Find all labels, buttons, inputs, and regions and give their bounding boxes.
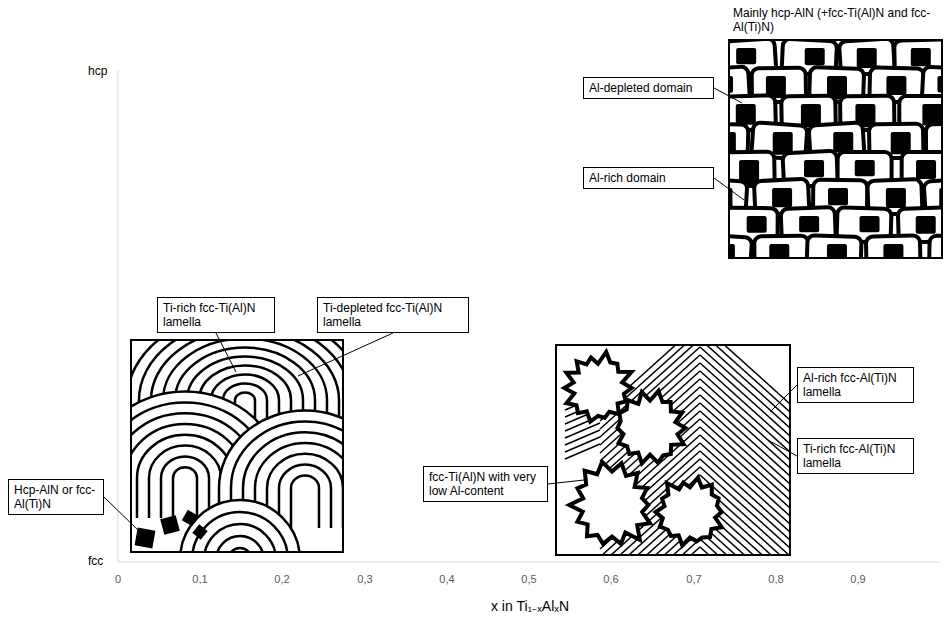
tick-label: 0,3	[357, 572, 372, 586]
tick-label: 0,9	[850, 572, 865, 586]
lamella-arc	[180, 500, 300, 552]
axis-title: x in Ti₁₋ₓAlₓN	[491, 598, 569, 615]
callout-box: Ti-rich fcc-Ti(Al)N lamella	[157, 297, 275, 333]
domain-grain	[754, 236, 808, 258]
al-depleted-core	[857, 48, 877, 68]
hcp-grain	[135, 528, 156, 549]
callout-box: Hcp-AlN or fcc-Al(Ti)N	[8, 479, 104, 515]
illustration-frame	[556, 345, 790, 555]
al-depleted-core	[916, 160, 936, 179]
al-depleted-core	[799, 216, 819, 232]
al-depleted-core	[804, 160, 824, 177]
lamella-line	[700, 539, 790, 555]
leader-line	[298, 333, 393, 376]
callout-text: fcc-Ti(Al)N with very low Al-content	[429, 470, 542, 498]
al-depleted-core	[883, 244, 903, 258]
tick-label: 0,2	[274, 572, 289, 586]
grain-blob	[617, 391, 685, 464]
callout-text: Ti-rich fcc-Ti(Al)N lamella	[163, 301, 269, 329]
grain-blob	[656, 478, 722, 546]
leader-line	[714, 178, 744, 200]
domain-grain	[729, 234, 752, 258]
grain-blob	[569, 462, 650, 544]
al-depleted-core	[860, 216, 880, 232]
al-depleted-core	[855, 160, 875, 176]
al-depleted-core	[772, 188, 792, 207]
domain-grain	[866, 235, 921, 258]
al-depleted-core	[747, 216, 767, 233]
al-depleted-core	[886, 76, 906, 95]
callout-box: Al-depleted domain	[583, 77, 714, 99]
hcp-grain	[160, 515, 180, 535]
callout-text: Ti-rich fcc-Al(Ti)N lamella	[803, 442, 908, 470]
callout-text: Al-rich domain	[589, 171, 708, 185]
lamella-line	[700, 547, 790, 555]
callout-text: Al-rich fcc-Al(Ti)N lamella	[803, 371, 908, 399]
leader-line	[770, 385, 797, 412]
callout-text: Al-depleted domain	[589, 81, 708, 95]
leader-line	[104, 497, 140, 532]
x-axis	[118, 562, 940, 563]
al-depleted-core	[916, 216, 936, 234]
y-axis	[118, 70, 119, 562]
lamella-line	[565, 437, 600, 452]
domain-grain	[807, 235, 862, 258]
illustration-frame	[131, 340, 343, 552]
leader-line	[216, 333, 236, 372]
lamella-line	[565, 430, 600, 445]
al-depleted-core	[736, 104, 756, 125]
lamella-arc	[279, 465, 331, 528]
tick-label: 0,7	[686, 572, 701, 586]
al-depleted-core	[827, 244, 847, 258]
leader-line	[548, 480, 584, 484]
illustration-frame	[729, 40, 942, 258]
al-depleted-core	[833, 132, 853, 152]
chevron-illustration	[556, 345, 790, 555]
al-depleted-core	[828, 188, 848, 205]
axis-label: hcp	[88, 64, 107, 78]
lamella-line	[600, 547, 700, 555]
lamella-line	[565, 444, 600, 459]
tick-label: 0,8	[768, 572, 783, 586]
callout-box: Ti-rich fcc-Al(Ti)N lamella	[797, 438, 914, 474]
tick-label: 0,5	[521, 572, 536, 586]
axis-label: fcc	[88, 554, 103, 568]
lamella-arc	[173, 467, 197, 518]
lamella-arc	[204, 524, 276, 552]
tick-label: 0,1	[192, 572, 207, 586]
tick-label: 0	[115, 572, 121, 586]
leader-line	[714, 88, 742, 103]
al-depleted-core	[886, 188, 906, 208]
tick-label: 0,4	[439, 572, 454, 586]
leader-line	[768, 440, 797, 456]
lamella-illustration	[131, 340, 343, 552]
hcp-grain	[192, 524, 207, 539]
lamella-arc	[216, 536, 264, 552]
lamella-arc	[161, 456, 209, 518]
callout-box: Al-rich domain	[583, 167, 714, 189]
callout-text: Hcp-AlN or fcc-Al(Ti)N	[14, 483, 98, 511]
lamella-arc	[192, 512, 288, 552]
al-depleted-core	[805, 48, 825, 65]
lamella-arc	[291, 475, 319, 528]
hcp-grain	[182, 510, 198, 526]
domain-illustration	[729, 40, 942, 258]
callout-box: fcc-Ti(Al)N with very low Al-content	[423, 466, 548, 502]
al-depleted-core	[736, 48, 756, 64]
al-depleted-core	[911, 48, 931, 66]
al-depleted-core	[769, 244, 789, 258]
tick-label: 0,6	[603, 572, 618, 586]
domain-grain	[929, 236, 942, 258]
phase-note: Mainly hcp-AlN (+fcc-Ti(Al)N and fcc-Al(…	[733, 6, 933, 34]
callout-box: Ti-depleted fcc-Ti(Al)N lamella	[317, 297, 469, 333]
callout-text: Ti-depleted fcc-Ti(Al)N lamella	[323, 301, 463, 329]
lamella-line	[565, 423, 600, 438]
callout-box: Al-rich fcc-Al(Ti)N lamella	[797, 367, 914, 403]
